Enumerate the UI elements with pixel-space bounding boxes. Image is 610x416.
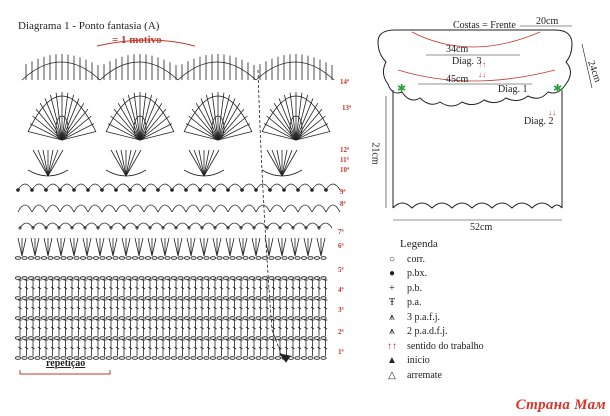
legend-symbol-icon: ▲ <box>387 355 397 366</box>
dim-bottom: 52cm <box>470 222 493 233</box>
watermark-logo: Страна Мам <box>515 397 606 413</box>
legend-label: 3 p.a.f.j. <box>407 311 441 323</box>
neck-curve-outer <box>397 69 556 82</box>
dim-neck-outer: 45cm <box>446 74 469 85</box>
legend-label: corr. <box>407 253 426 265</box>
row-number: 5ª <box>338 266 344 274</box>
row-number: 6ª <box>338 242 344 250</box>
legend-label: p.bx. <box>407 268 427 279</box>
row-number: 11ª <box>340 156 349 164</box>
legend-label: p.a. <box>407 297 422 308</box>
legend-item: ○ corr. <box>385 252 425 266</box>
legend-title: Legenda <box>400 238 438 250</box>
legend-item: ● p.bx. <box>385 267 427 281</box>
legend-label: p.b. <box>407 282 422 294</box>
row-number: 7ª <box>338 228 344 236</box>
legend-label: sentido do trabalho <box>407 340 484 352</box>
direction-arrows-2: ↓↓ <box>478 70 486 79</box>
legend-item: ⩚ 3 p.a.f.j. <box>385 310 440 324</box>
legend-item: ▲ início <box>385 354 430 368</box>
row-number: 1ª <box>338 348 344 356</box>
dim-neck-inner: 34cm <box>446 44 469 55</box>
schematic-title: Costas = Frente <box>453 20 516 31</box>
row-number: 10ª <box>340 166 350 174</box>
row-number: 2ª <box>338 328 344 336</box>
marker-star-left: ✱ <box>397 83 406 95</box>
legend-symbol-icon: + <box>389 282 395 294</box>
legend-item: + p.b. <box>385 281 422 295</box>
legend-item: ⩚ 2 p.a.d.f.j. <box>385 325 448 339</box>
motif-bracket <box>96 39 196 47</box>
direction-arrows-1: ↑↑ <box>478 60 486 69</box>
legend-label: arremate <box>407 369 442 381</box>
legend-symbol-icon: ● <box>388 268 396 279</box>
legend-symbol-icon: ⩚ <box>389 311 395 323</box>
legend-symbol-icon: Ŧ <box>388 297 396 308</box>
row-number: 8ª <box>340 200 346 208</box>
neck-curve-inner <box>411 31 541 48</box>
row-number: 3ª <box>338 306 344 314</box>
diag2-label: Diag. 2 <box>524 116 554 127</box>
legend-label: 2 p.a.d.f.j. <box>407 326 448 337</box>
legend-symbol-icon: ○ <box>388 253 396 265</box>
row-number: 9ª <box>340 188 346 196</box>
repeat-bracket <box>19 370 111 375</box>
repeat-label: repetição <box>46 358 86 369</box>
diag1-label: Diag. 1 <box>498 84 528 95</box>
legend-symbol-icon: ↑↑ <box>387 340 397 352</box>
marker-star-right: ✱ <box>553 83 562 95</box>
legend-label: início <box>407 355 430 366</box>
legend-symbol-icon: △ <box>388 369 396 381</box>
row-number: 12ª <box>340 146 350 154</box>
dim-side-line <box>581 43 593 89</box>
legend-item: △ arremate <box>385 368 442 382</box>
yoke-outline <box>377 29 573 107</box>
row-number: 4ª <box>338 286 344 294</box>
legend-item: ↑↑ sentido do trabalho <box>385 339 484 353</box>
diag3-label: Diag. 3 <box>452 56 482 67</box>
direction-arrows-3: ↓↓ <box>548 108 556 117</box>
row-number: 13ª <box>342 104 352 112</box>
legend-symbol-icon: ⩚ <box>389 326 395 337</box>
body-hem <box>392 202 563 209</box>
dim-shoulder: 20cm <box>536 16 559 27</box>
diagram-title: Diagrama 1 - Ponto fantasia (A) <box>18 20 160 32</box>
dim-height: 21cm <box>369 142 381 165</box>
row-number: 14ª <box>340 78 350 86</box>
